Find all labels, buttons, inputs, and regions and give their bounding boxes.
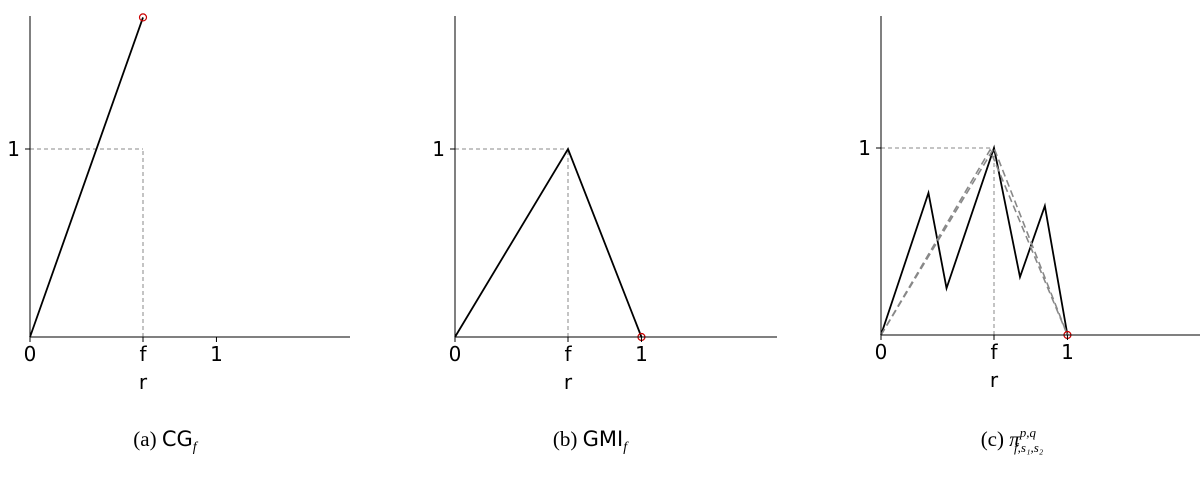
x-tick-label-a-0: 0 [24, 342, 37, 366]
endpoint-marker-a-0 [138, 13, 148, 22]
caption-a-subscript: f [193, 440, 199, 455]
x-tick-label-b-0: 0 [449, 342, 462, 366]
caption-a-name: CG [162, 427, 193, 451]
x-tick-label-b-1: f [564, 342, 572, 366]
series-line-c-1 [880, 146, 1069, 336]
caption-c-superscript: p,q [1019, 425, 1037, 440]
caption-b-name: GMI [583, 427, 624, 451]
caption-b-prefix: (b) [553, 427, 583, 451]
y-tick-label-a-0: 1 [7, 137, 20, 161]
y-tick-label-b-0: 1 [432, 137, 445, 161]
x-axis-label-a: r [139, 370, 148, 394]
x-tick-label-c-0: 0 [875, 340, 888, 364]
x-tick-label-b-2: 1 [635, 342, 648, 366]
x-tick-label-a-2: 1 [210, 342, 223, 366]
x-tick-label-c-1: f [990, 340, 998, 364]
caption-a-prefix: (a) [133, 427, 162, 451]
x-tick-label-a-1: f [139, 342, 147, 366]
x-tick-label-c-2: 1 [1061, 340, 1074, 364]
y-tick-label-c-0: 1 [858, 136, 871, 160]
x-axis-label-c: r [990, 368, 999, 392]
caption-c-subscript: f,s₁,s₂ [1014, 440, 1044, 455]
caption-b-subscript: f [623, 440, 629, 455]
series-line-b-0 [454, 146, 643, 338]
x-axis-label-b: r [564, 370, 573, 394]
series-line-c-0 [880, 144, 1069, 336]
caption-c-name: π [1009, 427, 1020, 451]
caption-b: (b) GMIf [553, 427, 629, 455]
caption-a: (a) CGf [133, 427, 199, 455]
series-line-c-2 [880, 148, 1069, 336]
series-line-a-0 [29, 17, 144, 338]
caption-c-prefix: (c) [981, 427, 1010, 451]
